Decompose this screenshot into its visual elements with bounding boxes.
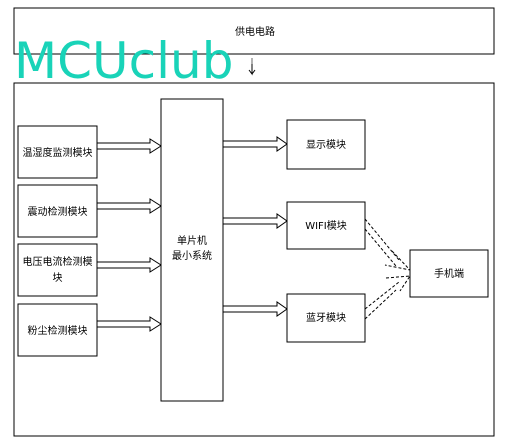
bluetooth-module xyxy=(286,293,366,343)
voltage-current-label-line1: 电压电流检测模 xyxy=(23,255,93,268)
power-supply-box xyxy=(13,7,495,55)
bluetooth-to-phone-connector xyxy=(364,275,411,320)
watermark-text: MCUclub xyxy=(14,32,233,90)
voltage-current-module xyxy=(17,243,98,297)
dust-label: 粉尘检测模块 xyxy=(28,324,88,337)
bluetooth-label: 蓝牙模块 xyxy=(306,312,346,324)
vibration-label: 震动检测模块 xyxy=(28,205,88,218)
dust-module xyxy=(17,303,98,357)
vibration-module xyxy=(17,184,98,238)
power-arrow xyxy=(248,64,256,76)
wifi-label: WIFI模块 xyxy=(305,220,347,232)
mcu-label-line1: 单片机 xyxy=(177,234,207,247)
display-module xyxy=(286,119,366,170)
phone-label: 手机端 xyxy=(434,267,464,280)
display-label: 显示模块 xyxy=(306,139,346,151)
mcu-box xyxy=(160,98,224,402)
wifi-module xyxy=(286,201,366,250)
voltage-current-label-line2: 块 xyxy=(53,272,63,284)
temp-humidity-label: 温湿度监测模块 xyxy=(23,146,93,159)
temp-humidity-module xyxy=(17,125,98,179)
mcu-label-line2: 最小系统 xyxy=(172,249,212,262)
power-supply-label: 供电电路 xyxy=(235,25,275,38)
phone-box xyxy=(409,249,489,298)
